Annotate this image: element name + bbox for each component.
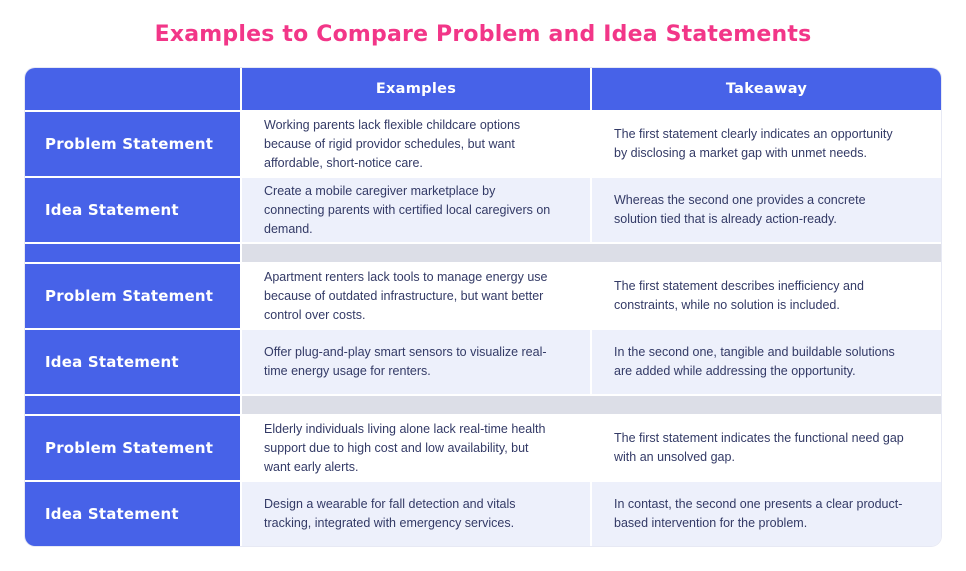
row-label-idea-3: Idea Statement bbox=[25, 482, 240, 546]
takeaway-cell-problem-2: The first statement describes inefficien… bbox=[592, 264, 941, 328]
row-label-problem-3: Problem Statement bbox=[25, 416, 240, 480]
spacer-band-1 bbox=[242, 244, 941, 262]
takeaway-cell-problem-3: The first statement indicates the functi… bbox=[592, 416, 941, 480]
example-cell-problem-2: Apartment renters lack tools to manage e… bbox=[242, 264, 590, 328]
example-cell-problem-3: Elderly individuals living alone lack re… bbox=[242, 416, 590, 480]
takeaway-cell-idea-1: Whereas the second one provides a concre… bbox=[592, 178, 941, 242]
takeaway-cell-idea-3: In contast, the second one presents a cl… bbox=[592, 482, 941, 546]
row-label-idea-1: Idea Statement bbox=[25, 178, 240, 242]
example-cell-idea-1: Create a mobile caregiver marketplace by… bbox=[242, 178, 590, 242]
spacer-label-cell-2 bbox=[25, 396, 240, 414]
header-examples: Examples bbox=[242, 68, 590, 110]
header-takeaway: Takeaway bbox=[592, 68, 941, 110]
example-cell-idea-2: Offer plug-and-play smart sensors to vis… bbox=[242, 330, 590, 394]
row-label-idea-2: Idea Statement bbox=[25, 330, 240, 394]
page-title: Examples to Compare Problem and Idea Sta… bbox=[154, 22, 812, 47]
example-cell-problem-1: Working parents lack flexible childcare … bbox=[242, 112, 590, 176]
header-labels-cell bbox=[25, 68, 240, 110]
example-cell-idea-3: Design a wearable for fall detection and… bbox=[242, 482, 590, 546]
row-label-problem-1: Problem Statement bbox=[25, 112, 240, 176]
spacer-label-cell-1 bbox=[25, 244, 240, 262]
takeaway-cell-idea-2: In the second one, tangible and buildabl… bbox=[592, 330, 941, 394]
spacer-band-2 bbox=[242, 396, 941, 414]
comparison-table: Examples Takeaway Problem Statement Work… bbox=[25, 68, 941, 546]
takeaway-cell-problem-1: The first statement clearly indicates an… bbox=[592, 112, 941, 176]
row-label-problem-2: Problem Statement bbox=[25, 264, 240, 328]
